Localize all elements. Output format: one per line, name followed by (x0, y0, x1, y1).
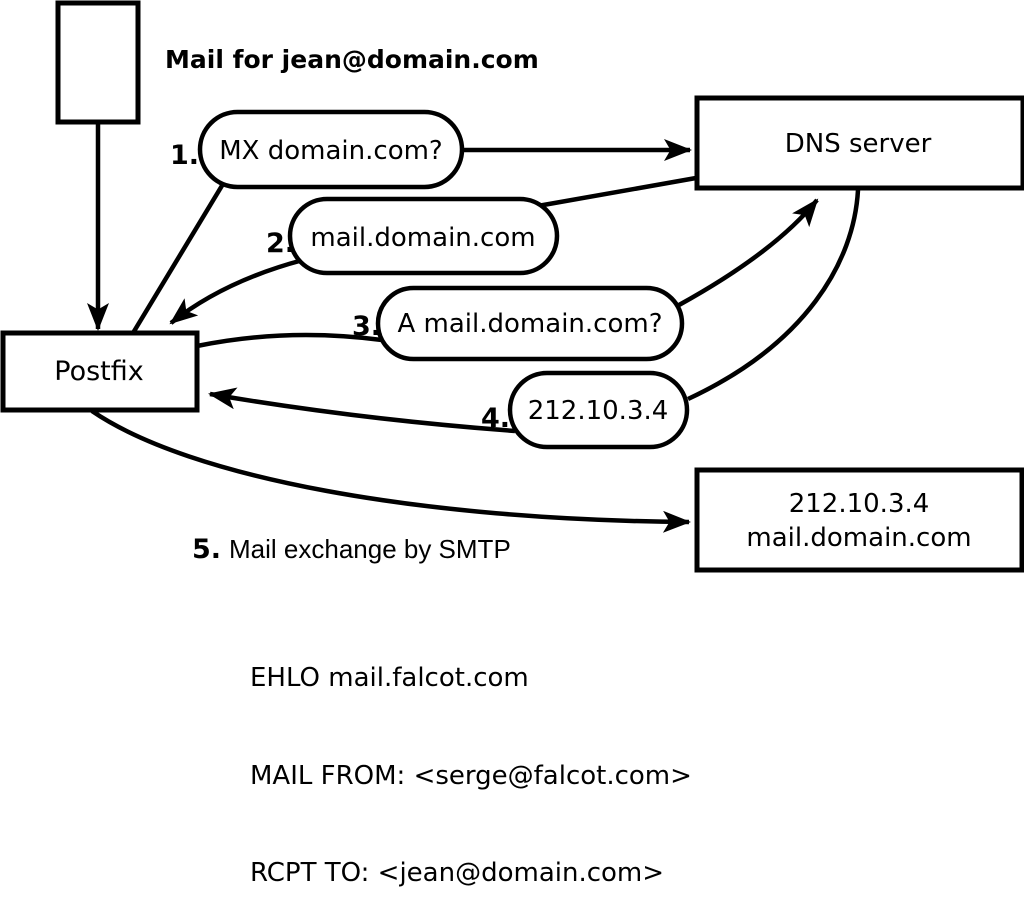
arrow-smtp-exchange (90, 409, 691, 533)
step-number-4: 4. (481, 403, 510, 434)
response-a-text: 212.10.3.4 (528, 396, 669, 426)
query-mx-text: MX domain.com? (219, 136, 442, 166)
arrow-response-a-to-postfix (208, 387, 516, 434)
envelope-icon (55, 0, 141, 125)
arrow-query-mx-from-postfix (131, 177, 228, 335)
arrow-response-a-from-dns (687, 189, 861, 402)
mail-note: Mail for jean@domain.com (165, 45, 539, 74)
query-a-bubble (375, 285, 685, 362)
mail-server-box (694, 467, 1024, 573)
step-number-2: 2. (266, 228, 295, 259)
query-a-text: A mail.domain.com? (398, 309, 663, 339)
dns-server-label: DNS server (785, 129, 932, 159)
postfix-box-label: Postfix (54, 356, 143, 387)
response-a-bubble (507, 370, 690, 450)
mail-server-ip: 212.10.3.4 (789, 489, 930, 519)
mail-server-hostname: mail.domain.com (746, 523, 971, 553)
smtp-line-rcpt-to: RCPT TO: <jean@domain.com> (250, 858, 665, 888)
postfix-box (0, 330, 200, 413)
step-number-5: 5. (192, 534, 221, 565)
step-number-3: 3. (352, 311, 381, 342)
response-mx-text: mail.domain.com (310, 223, 535, 253)
arrow-query-a-from-postfix (196, 332, 383, 349)
step-number-1: 1. (170, 140, 199, 171)
arrow-query-a-to-dns (677, 198, 819, 307)
query-mx-bubble (197, 109, 465, 190)
smtp-session-transcript: EHLO mail.falcot.com MAIL FROM: <serge@f… (250, 597, 692, 919)
arrow-response-mx-to-postfix (169, 257, 304, 325)
response-mx-bubble (287, 196, 560, 276)
smtp-line-ehlo: EHLO mail.falcot.com (250, 663, 529, 693)
dns-server-box (694, 95, 1024, 191)
smtp-line-mail-from: MAIL FROM: <serge@falcot.com> (250, 760, 692, 791)
step-5-label: Mail exchange by SMTP (229, 534, 511, 564)
arrow-response-mx-from-dns (531, 175, 697, 210)
